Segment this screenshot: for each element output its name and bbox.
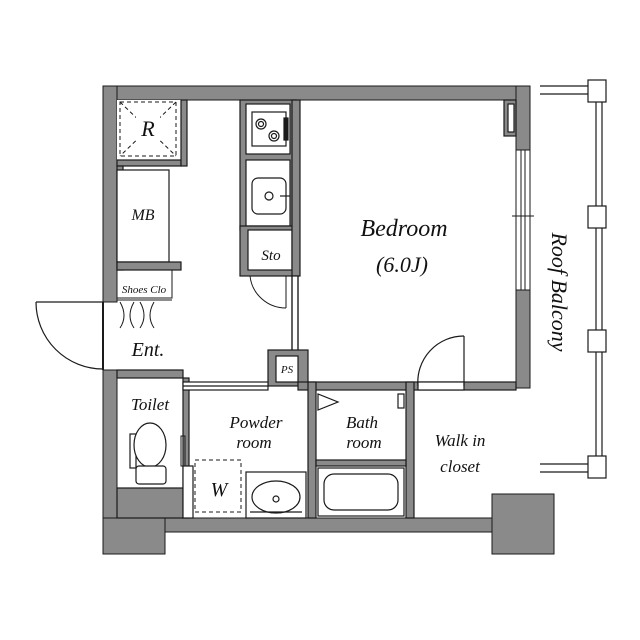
bottom-left-pillar xyxy=(102,517,166,555)
walk-in-closet-label-2: closet xyxy=(440,457,481,476)
pipe-space-label: PS xyxy=(280,364,294,376)
balcony-window xyxy=(512,149,534,291)
washer-label: W xyxy=(211,479,230,501)
bedroom-partition xyxy=(291,99,301,353)
bottom-right-pillar xyxy=(491,493,555,555)
storage-label: Sto xyxy=(261,248,281,264)
fridge-bottom-wall xyxy=(116,159,182,167)
roof-balcony-railing xyxy=(540,79,607,479)
bathtub xyxy=(317,467,405,517)
toilet-label: Toilet xyxy=(131,395,170,414)
bedroom-door xyxy=(417,335,465,387)
entrance-label: Ent. xyxy=(131,339,165,361)
refrigerator-label: R xyxy=(140,116,155,141)
right-wall-upper xyxy=(515,85,531,153)
storage xyxy=(239,225,299,277)
bath-room-label-2: room xyxy=(346,433,381,452)
entrance-door xyxy=(35,301,104,370)
bath-door xyxy=(317,393,405,411)
walk-in-closet-label-1: Walk in xyxy=(435,431,486,450)
pipe-space xyxy=(267,349,309,387)
roof-balcony-label: Roof Balcony xyxy=(547,231,572,351)
right-wall-middle xyxy=(515,287,531,389)
toilet-fixture xyxy=(129,422,167,485)
left-wall-lower xyxy=(102,369,118,541)
storage-door xyxy=(249,275,287,309)
shoes-closet-label: Shoes Clo xyxy=(122,284,167,296)
fridge-side-wall xyxy=(180,99,188,167)
powder-room-label-1: Powder xyxy=(229,413,283,432)
bath-room-label-1: Bath xyxy=(346,413,378,432)
top-wall xyxy=(102,85,531,101)
bedroom-walls xyxy=(297,99,517,391)
bottom-wall xyxy=(164,517,493,533)
powder-room-label-2: room xyxy=(236,433,271,452)
kitchen-counter xyxy=(239,99,297,231)
outer-walls xyxy=(102,85,555,555)
shoes-closet xyxy=(116,269,173,329)
bedroom-size: (6.0J) xyxy=(376,252,428,277)
washer-space xyxy=(194,459,242,513)
toilet-door xyxy=(180,435,186,467)
left-wall-upper xyxy=(102,85,118,303)
bedroom-name: Bedroom xyxy=(360,216,447,242)
left-column-rooms xyxy=(116,99,190,519)
washbasin xyxy=(245,471,307,519)
bottom-row-walls xyxy=(182,381,415,519)
meter-box-label: MB xyxy=(130,207,154,224)
